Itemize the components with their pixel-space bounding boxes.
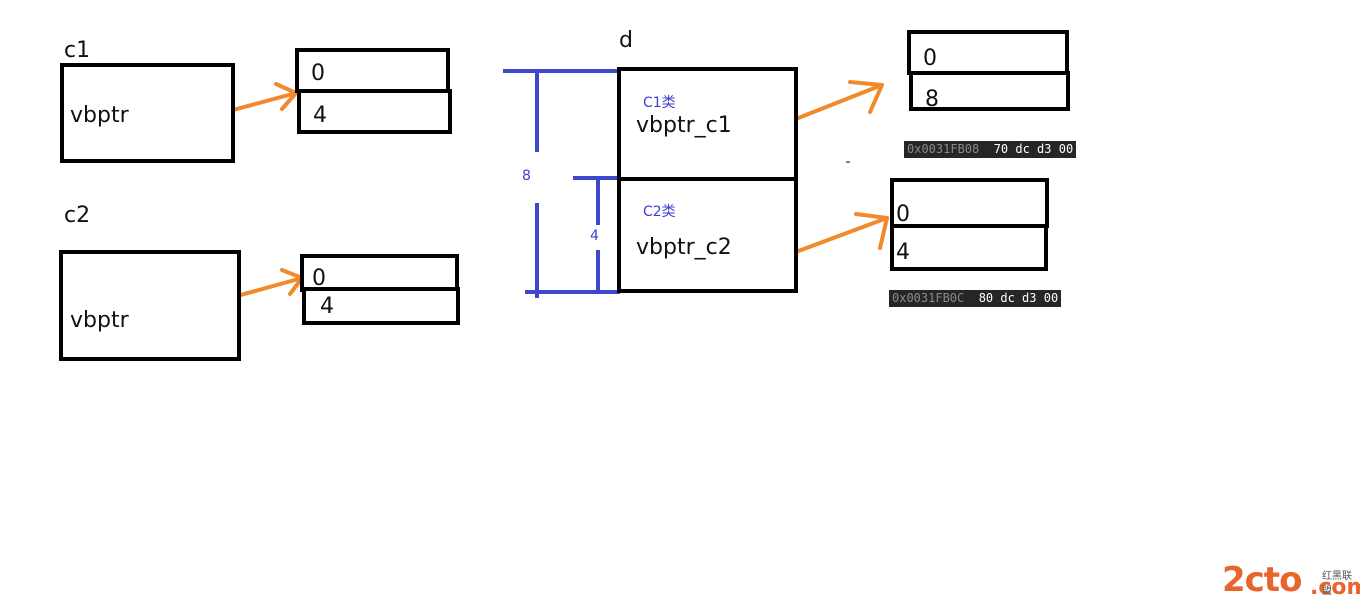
watermark-suffix: .com — [1310, 575, 1360, 600]
mem1-address: 0x0031FB08 — [907, 142, 980, 156]
d-vbtable1-value-0: 0 — [923, 46, 937, 71]
c2-label: c2 — [64, 203, 91, 228]
c2-vbptr-label: vbptr — [70, 308, 129, 333]
arrow-d2-head — [854, 212, 889, 250]
dimension-lines — [503, 69, 620, 298]
c1-vbtable-cell-0: 0 — [295, 48, 450, 93]
arrow-d1 — [781, 83, 884, 126]
dim-inner-label: 4 — [590, 228, 599, 244]
d-vbtable1-cell-0: 0 — [907, 30, 1069, 75]
c2-vbtable-cell-0: 0 — [300, 254, 459, 292]
c1-vbtable-value-1: 4 — [313, 103, 327, 128]
d-vbptr-c2-label: vbptr_c2 — [636, 235, 732, 260]
c2-vbtable-cell-1: 4 — [302, 287, 460, 325]
c2-vbtable-value-0: 0 — [312, 266, 326, 291]
d-vbtable1-value-1: 8 — [925, 87, 939, 112]
c1-vbtable-cell-1: 4 — [297, 89, 452, 134]
d-c2-class-label: C2类 — [643, 204, 676, 220]
c1-vbptr-label: vbptr — [70, 103, 129, 128]
d-vbtable2-value-1: 4 — [896, 240, 910, 265]
d-label: d — [619, 28, 633, 53]
d-vbtable2-value-0: 0 — [896, 202, 910, 227]
c1-label: c1 — [64, 38, 91, 63]
watermark-subtitle: 红黑联盟 — [1322, 571, 1352, 597]
c1-object-box: vbptr — [60, 63, 235, 163]
mem2-bytes: 80 dc d3 00 — [978, 291, 1059, 305]
mem1-bytes: 70 dc d3 00 — [993, 142, 1074, 156]
d-vbptr-c1-label: vbptr_c1 — [636, 113, 732, 138]
c2-vbtable-value-1: 4 — [320, 294, 334, 319]
d-c2-subobject-box: C2类 vbptr_c2 — [617, 177, 798, 293]
memory-dump-2: 0x0031FB0C 80 dc d3 00 — [889, 290, 1062, 307]
mem2-address: 0x0031FB0C — [892, 291, 965, 305]
d-vbtable1-cell-1: 8 — [909, 71, 1070, 111]
memory-dump-1: 0x0031FB08 70 dc d3 00 — [904, 141, 1077, 158]
arrow-d1-head — [848, 80, 884, 114]
c2-object-box: vbptr — [59, 250, 241, 361]
watermark-logo: 2cto — [1222, 560, 1302, 600]
c1-vbtable-value-0: 0 — [311, 61, 325, 86]
arrow-c1-head — [274, 82, 298, 111]
d-vbtable2-cell-0: 0 — [890, 178, 1049, 228]
d-vbtable2-cell-1: 4 — [890, 224, 1048, 271]
d-c1-class-label: C1类 — [643, 95, 676, 111]
d-c1-subobject-box: C1类 vbptr_c1 — [617, 67, 798, 181]
dim-outer-label: 8 — [522, 168, 531, 184]
